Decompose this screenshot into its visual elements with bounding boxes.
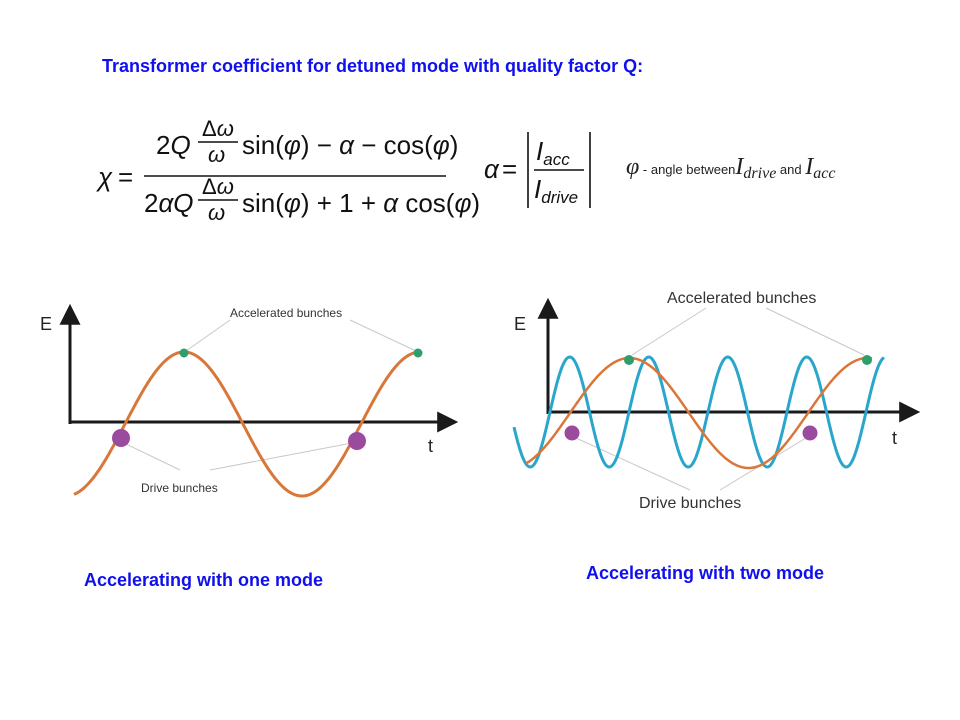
orange-mode-wave (525, 356, 873, 470)
pointer-line (575, 437, 691, 491)
accelerated-bunch-point (624, 355, 634, 365)
pointer-line (185, 319, 231, 352)
pointer-line (631, 307, 707, 356)
pointer-line (123, 442, 181, 471)
phi-note-text: - angle between (642, 162, 736, 177)
svg-text:=: = (502, 154, 517, 184)
drive-bunch-point (564, 425, 580, 441)
phi-definition: φ - angle betweenIdrive and Iacc (626, 154, 835, 183)
x-axis-label: t (892, 428, 897, 448)
i-acc-subscript: acc (813, 165, 836, 182)
i-drive-subscript: drive (743, 165, 777, 182)
pointer-line (209, 442, 353, 471)
accelerated-bunches-label: Accelerated bunches (667, 290, 816, 307)
svg-text:α: α (484, 154, 500, 184)
svg-text:sin(φ) − α − cos(φ): sin(φ) − α − cos(φ) (242, 130, 458, 160)
svg-text:2Q: 2Q (156, 130, 191, 160)
one-mode-caption: Accelerating with one mode (84, 570, 324, 590)
x-axis-label: t (428, 436, 433, 456)
drive-bunch-point (348, 432, 366, 450)
drive-bunch-point (802, 425, 818, 441)
i-drive-symbol: I (735, 154, 744, 180)
accelerated-bunches-label: Accelerated bunches (230, 306, 342, 320)
accelerated-bunch-point (862, 355, 872, 365)
alpha-formula: α = Iacc Idrive (484, 132, 591, 208)
svg-text:ω: ω (208, 142, 225, 167)
orange-mode-wave (73, 350, 420, 498)
accelerated-bunch-point (413, 348, 423, 358)
svg-text:ω: ω (208, 200, 225, 225)
drive-bunches-label: Drive bunches (141, 481, 218, 495)
drive-bunch-point (112, 429, 130, 447)
pointer-line (349, 319, 417, 352)
and-text: and (779, 162, 802, 177)
two-mode-caption: Accelerating with two mode (586, 563, 825, 583)
svg-text:=: = (118, 162, 133, 192)
chi-formula: χ = 2Q Δω ω sin(φ) − α − cos(φ) 2αQ Δω ω… (96, 116, 480, 225)
page-title: Transformer coefficient for detuned mode… (102, 56, 644, 76)
y-axis-label: E (40, 314, 52, 334)
pointer-line (765, 307, 865, 356)
drive-bunches-label: Drive bunches (639, 495, 741, 512)
svg-text:sin(φ) + 1 + α cos(φ): sin(φ) + 1 + α cos(φ) (242, 188, 480, 218)
phi-symbol: φ (626, 154, 640, 180)
i-acc-symbol: I (805, 154, 814, 180)
svg-text:Δω: Δω (202, 116, 234, 141)
svg-text:2αQ: 2αQ (144, 188, 194, 218)
svg-text:Δω: Δω (202, 174, 234, 199)
accelerated-bunch-point (179, 348, 189, 358)
y-axis-label: E (514, 314, 526, 334)
svg-text:χ: χ (96, 162, 113, 192)
